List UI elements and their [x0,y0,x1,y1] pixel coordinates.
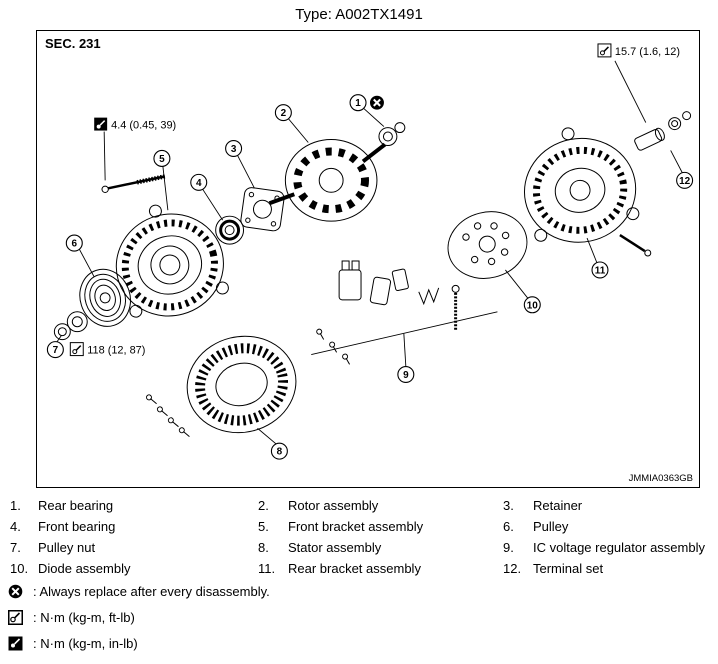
torque-ftlb-icon [8,610,23,625]
callout-12: 12 [676,171,694,189]
part-name: Terminal set [533,561,604,576]
svg-text:11: 11 [595,265,606,276]
part-number: 11. [258,561,276,576]
part-name: Retainer [533,498,583,513]
front-bearing-drawing [215,215,245,245]
part-name: Pulley [533,519,569,534]
figure-code: JMMIA0363GB [628,473,693,484]
torque-value-pulley-nut: 118 (12, 87) [87,345,145,357]
torque-ftlb-icon [597,43,612,58]
section-label: SEC. 231 [45,36,101,51]
part-number: 9. [503,540,514,555]
part-number: 2. [258,498,269,513]
svg-text:5: 5 [159,154,165,165]
torque-inlb-icon [94,117,108,131]
through-bolt-drawing [101,174,166,193]
callout-4: 4 [190,173,208,191]
legend-text: : N·m (kg-m, in-lb) [33,636,138,651]
rear-through-bolt-drawing [619,234,652,257]
exploded-diagram: 4.4 (0.45, 39) 118 (12, 87) 15.7 (1.6, 1… [46,43,694,460]
callout-5: 5 [153,149,171,167]
callout-1: 1 [349,94,367,112]
leader-lines [56,60,684,445]
part-name: Pulley nut [38,540,96,555]
part-number: 8. [258,540,269,555]
part-number: 1. [10,498,21,513]
screws-drawing [145,328,351,438]
callout-10: 10 [523,296,541,314]
callout-9: 9 [397,365,415,384]
legend-row-replace: : Always replace after every disassembly… [8,583,270,600]
legend-text: : N·m (kg-m, ft-lb) [33,610,135,625]
replace-icon [369,95,384,110]
callout-2: 2 [274,104,292,122]
legend-row-torque-ftlb: : N·m (kg-m, ft-lb) [8,609,270,626]
svg-text:7: 7 [53,345,59,356]
svg-text:12: 12 [679,176,691,187]
part-number: 10. [10,561,29,576]
svg-text:9: 9 [403,370,409,381]
part-number: 12. [503,561,522,576]
part-name: Rear bracket assembly [288,561,421,576]
part-number: 5. [258,519,269,534]
pulley-nut-drawing [53,311,88,341]
callout-3: 3 [225,139,243,157]
svg-text:8: 8 [277,447,283,458]
part-number: 7. [10,540,21,555]
part-name: Front bearing [38,519,116,534]
callout-8: 8 [270,442,288,460]
torque-inlb-icon [8,636,23,651]
page-title: Type: A002TX1491 [295,6,423,23]
part-number: 4. [10,519,21,534]
retainer-drawing [240,187,285,232]
svg-text:4: 4 [196,178,202,189]
rear-bracket-assembly-drawing [523,127,640,243]
svg-text:1: 1 [355,98,361,109]
terminal-set-drawing [634,111,692,151]
svg-text:3: 3 [231,144,237,155]
legend-row-torque-inlb: : N·m (kg-m, in-lb) [8,635,270,652]
callout-7: 7 [46,341,64,359]
part-number: 6. [503,519,514,534]
pulley-drawing [79,268,131,327]
torque-value-rear-stud: 15.7 (1.6, 12) [615,46,680,58]
torque-value-front-bolt: 4.4 (0.45, 39) [111,120,176,132]
part-name: Rear bearing [38,498,114,513]
svg-text:10: 10 [527,300,539,311]
rotor-assembly-drawing [268,139,387,222]
stud-bolt-drawing [451,284,460,330]
legend-text: : Always replace after every disassembly… [33,584,270,599]
part-name: Front bracket assembly [288,519,424,534]
part-name: Diode assembly [38,561,131,576]
ic-voltage-regulator-drawing [338,260,440,306]
stator-assembly-drawing [186,335,297,434]
symbol-legend: : Always replace after every disassembly… [8,583,270,652]
replace-icon [8,584,23,599]
part-name: IC voltage regulator assembly [533,540,705,555]
svg-text:6: 6 [72,239,78,250]
diagram-box: SEC. 231 JMMIA0363GB [36,30,700,488]
torque-ftlb-icon [69,342,84,357]
part-name: Rotor assembly [288,498,379,513]
rear-bearing-drawing [378,122,406,146]
diode-assembly-drawing [447,211,528,279]
front-bracket-assembly-drawing [115,204,229,318]
part-number: 3. [503,498,514,513]
part-name: Stator assembly [288,540,382,555]
callout-6: 6 [65,234,83,252]
parts-list: 1. Rear bearing 2. Rotor assembly 3. Ret… [10,495,705,579]
svg-text:2: 2 [281,108,287,119]
callout-11: 11 [591,261,609,279]
